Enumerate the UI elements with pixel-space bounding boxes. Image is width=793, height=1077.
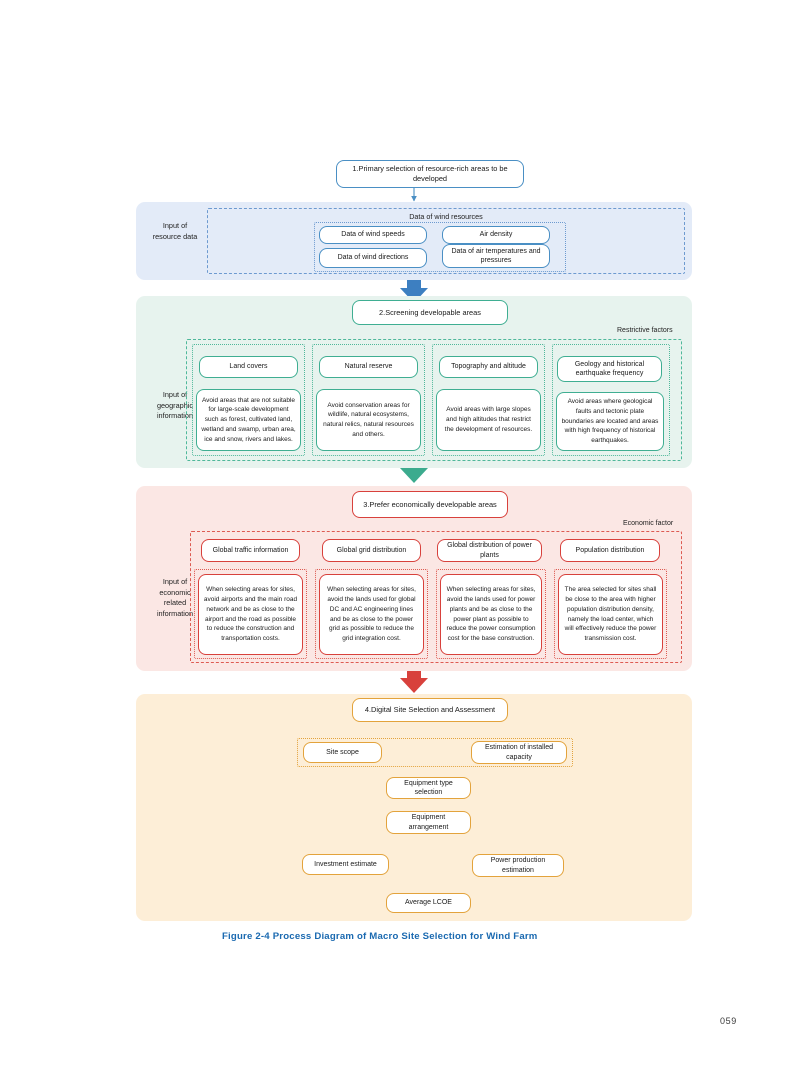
geographic-body-1: Avoid areas that are not suitable for la…: [196, 389, 301, 451]
economic-head-label: Global distribution of power plants: [447, 542, 532, 559]
digital-scope-group: [297, 738, 573, 767]
step-1-box[interactable]: 1.Primary selection of resource-rich are…: [336, 160, 524, 188]
geographic-head-3[interactable]: Topography and altitude: [439, 356, 538, 378]
geographic-body-4: Avoid areas where geological faults and …: [556, 392, 664, 451]
economic-column-4: [554, 569, 667, 659]
node-power-production-estimation[interactable]: Power production estimation: [472, 854, 564, 877]
node-investment-estimate[interactable]: Investment estimate: [302, 854, 389, 875]
economic-head-4[interactable]: Population distribution: [560, 539, 660, 562]
step-1-title: 1.Primary selection of resource-rich are…: [352, 164, 508, 183]
economic-body-4: The area selected for sites shall be clo…: [558, 574, 663, 655]
resource-item-label: Data of wind speeds: [341, 231, 405, 239]
geographic-head-2[interactable]: Natural reserve: [319, 356, 418, 378]
step-3-title: 3.Prefer economically developable areas: [363, 499, 497, 509]
node-label: Equipment type selection: [404, 779, 453, 796]
economic-column-3: [436, 569, 546, 659]
economic-body-text: When selecting areas for sites, avoid ai…: [203, 586, 298, 642]
resource-item-label: Air density: [479, 231, 513, 239]
node-label: Average LCOE: [405, 899, 452, 907]
band-digital: [136, 694, 692, 921]
economic-column-1: [194, 569, 307, 659]
economic-column-2: [315, 569, 428, 659]
economic-head-2[interactable]: Global grid distribution: [322, 539, 421, 562]
geographic-head-label: Geology and historical earthquake freque…: [574, 360, 645, 377]
geographic-head-label: Natural reserve: [344, 363, 393, 371]
resource-item-air-temp-pressure[interactable]: Data of air temperatures and pressures: [442, 244, 550, 268]
geographic-body-text: Avoid conservation areas for wildlife, n…: [323, 401, 414, 438]
economic-body-3: When selecting areas for sites, avoid th…: [440, 574, 542, 655]
geographic-head-label: Land covers: [229, 363, 268, 371]
economic-head-label: Global grid distribution: [336, 546, 407, 554]
node-equipment-arrangement[interactable]: Equipment arrangement: [386, 811, 471, 834]
step-3-box[interactable]: 3.Prefer economically developable areas: [352, 491, 508, 518]
group-label-restrictive-factors: Restrictive factors: [617, 327, 673, 334]
resource-item-label: Data of wind directions: [337, 254, 409, 262]
economic-head-3[interactable]: Global distribution of power plants: [437, 539, 542, 562]
economic-body-1: When selecting areas for sites, avoid ai…: [198, 574, 303, 655]
node-label: Investment estimate: [314, 860, 377, 868]
geographic-body-text: Avoid areas with large slopes and high a…: [444, 406, 533, 433]
node-average-lcoe[interactable]: Average LCOE: [386, 893, 471, 913]
economic-body-2: When selecting areas for sites, avoid th…: [319, 574, 424, 655]
geographic-body-2: Avoid conservation areas for wildlife, n…: [316, 389, 421, 451]
node-installed-capacity[interactable]: Estimation of installed capacity: [471, 741, 567, 764]
geographic-body-3: Avoid areas with large slopes and high a…: [436, 389, 541, 451]
group-label-economic-factor: Economic factor: [623, 520, 674, 527]
geographic-column-1: [192, 344, 305, 456]
node-site-scope[interactable]: Site scope: [303, 742, 382, 763]
group-economic-factors: [190, 531, 682, 663]
node-label: Estimation of installed capacity: [484, 744, 554, 761]
figure-caption: Figure 2-4 Process Diagram of Macro Site…: [222, 931, 538, 942]
geographic-head-1[interactable]: Land covers: [199, 356, 298, 378]
resource-item-air-density[interactable]: Air density: [442, 226, 550, 244]
step-2-title: 2.Screening developable areas: [379, 307, 481, 317]
geographic-column-4: [552, 344, 670, 456]
step-4-title: 4.Digital Site Selection and Assessment: [364, 705, 496, 714]
group-label-wind-resources: Data of wind resources: [409, 212, 483, 221]
node-label: Equipment arrangement: [408, 814, 449, 831]
resource-item-label: Data of air temperatures and pressures: [451, 247, 541, 264]
node-label: Power production estimation: [490, 857, 546, 874]
geographic-column-3: [432, 344, 545, 456]
group-wind-resource-items: [314, 222, 566, 272]
group-wind-resources: [207, 208, 685, 274]
geographic-column-2: [312, 344, 425, 456]
economic-head-label: Global traffic information: [212, 546, 289, 554]
side-label-resource: Input of resource data: [152, 221, 198, 241]
page-number: 059: [720, 1016, 737, 1026]
resource-item-wind-speeds[interactable]: Data of wind speeds: [319, 226, 427, 244]
node-label: Site scope: [326, 748, 359, 756]
node-equipment-type-selection[interactable]: Equipment type selection: [386, 777, 471, 799]
step-4-box[interactable]: 4.Digital Site Selection and Assessment: [352, 698, 508, 722]
side-label-geographic: Input of geographic information: [156, 390, 194, 421]
economic-body-text: When selecting areas for sites, avoid th…: [327, 586, 416, 642]
economic-head-1[interactable]: Global traffic information: [201, 539, 300, 562]
geographic-head-label: Topography and altitude: [451, 363, 526, 371]
geographic-body-text: Avoid areas that are not suitable for la…: [201, 396, 296, 443]
group-geographic-factors: [186, 339, 682, 461]
geographic-head-4[interactable]: Geology and historical earthquake freque…: [557, 356, 662, 382]
geographic-body-text: Avoid areas where geological faults and …: [561, 398, 659, 445]
economic-head-label: Population distribution: [575, 546, 645, 554]
economic-body-text: When selecting areas for sites, avoid th…: [446, 586, 536, 642]
step-2-box[interactable]: 2.Screening developable areas: [352, 300, 508, 325]
resource-item-wind-directions[interactable]: Data of wind directions: [319, 248, 427, 268]
economic-body-text: The area selected for sites shall be clo…: [564, 586, 657, 642]
side-label-economic: Input of economic related information: [156, 577, 194, 618]
